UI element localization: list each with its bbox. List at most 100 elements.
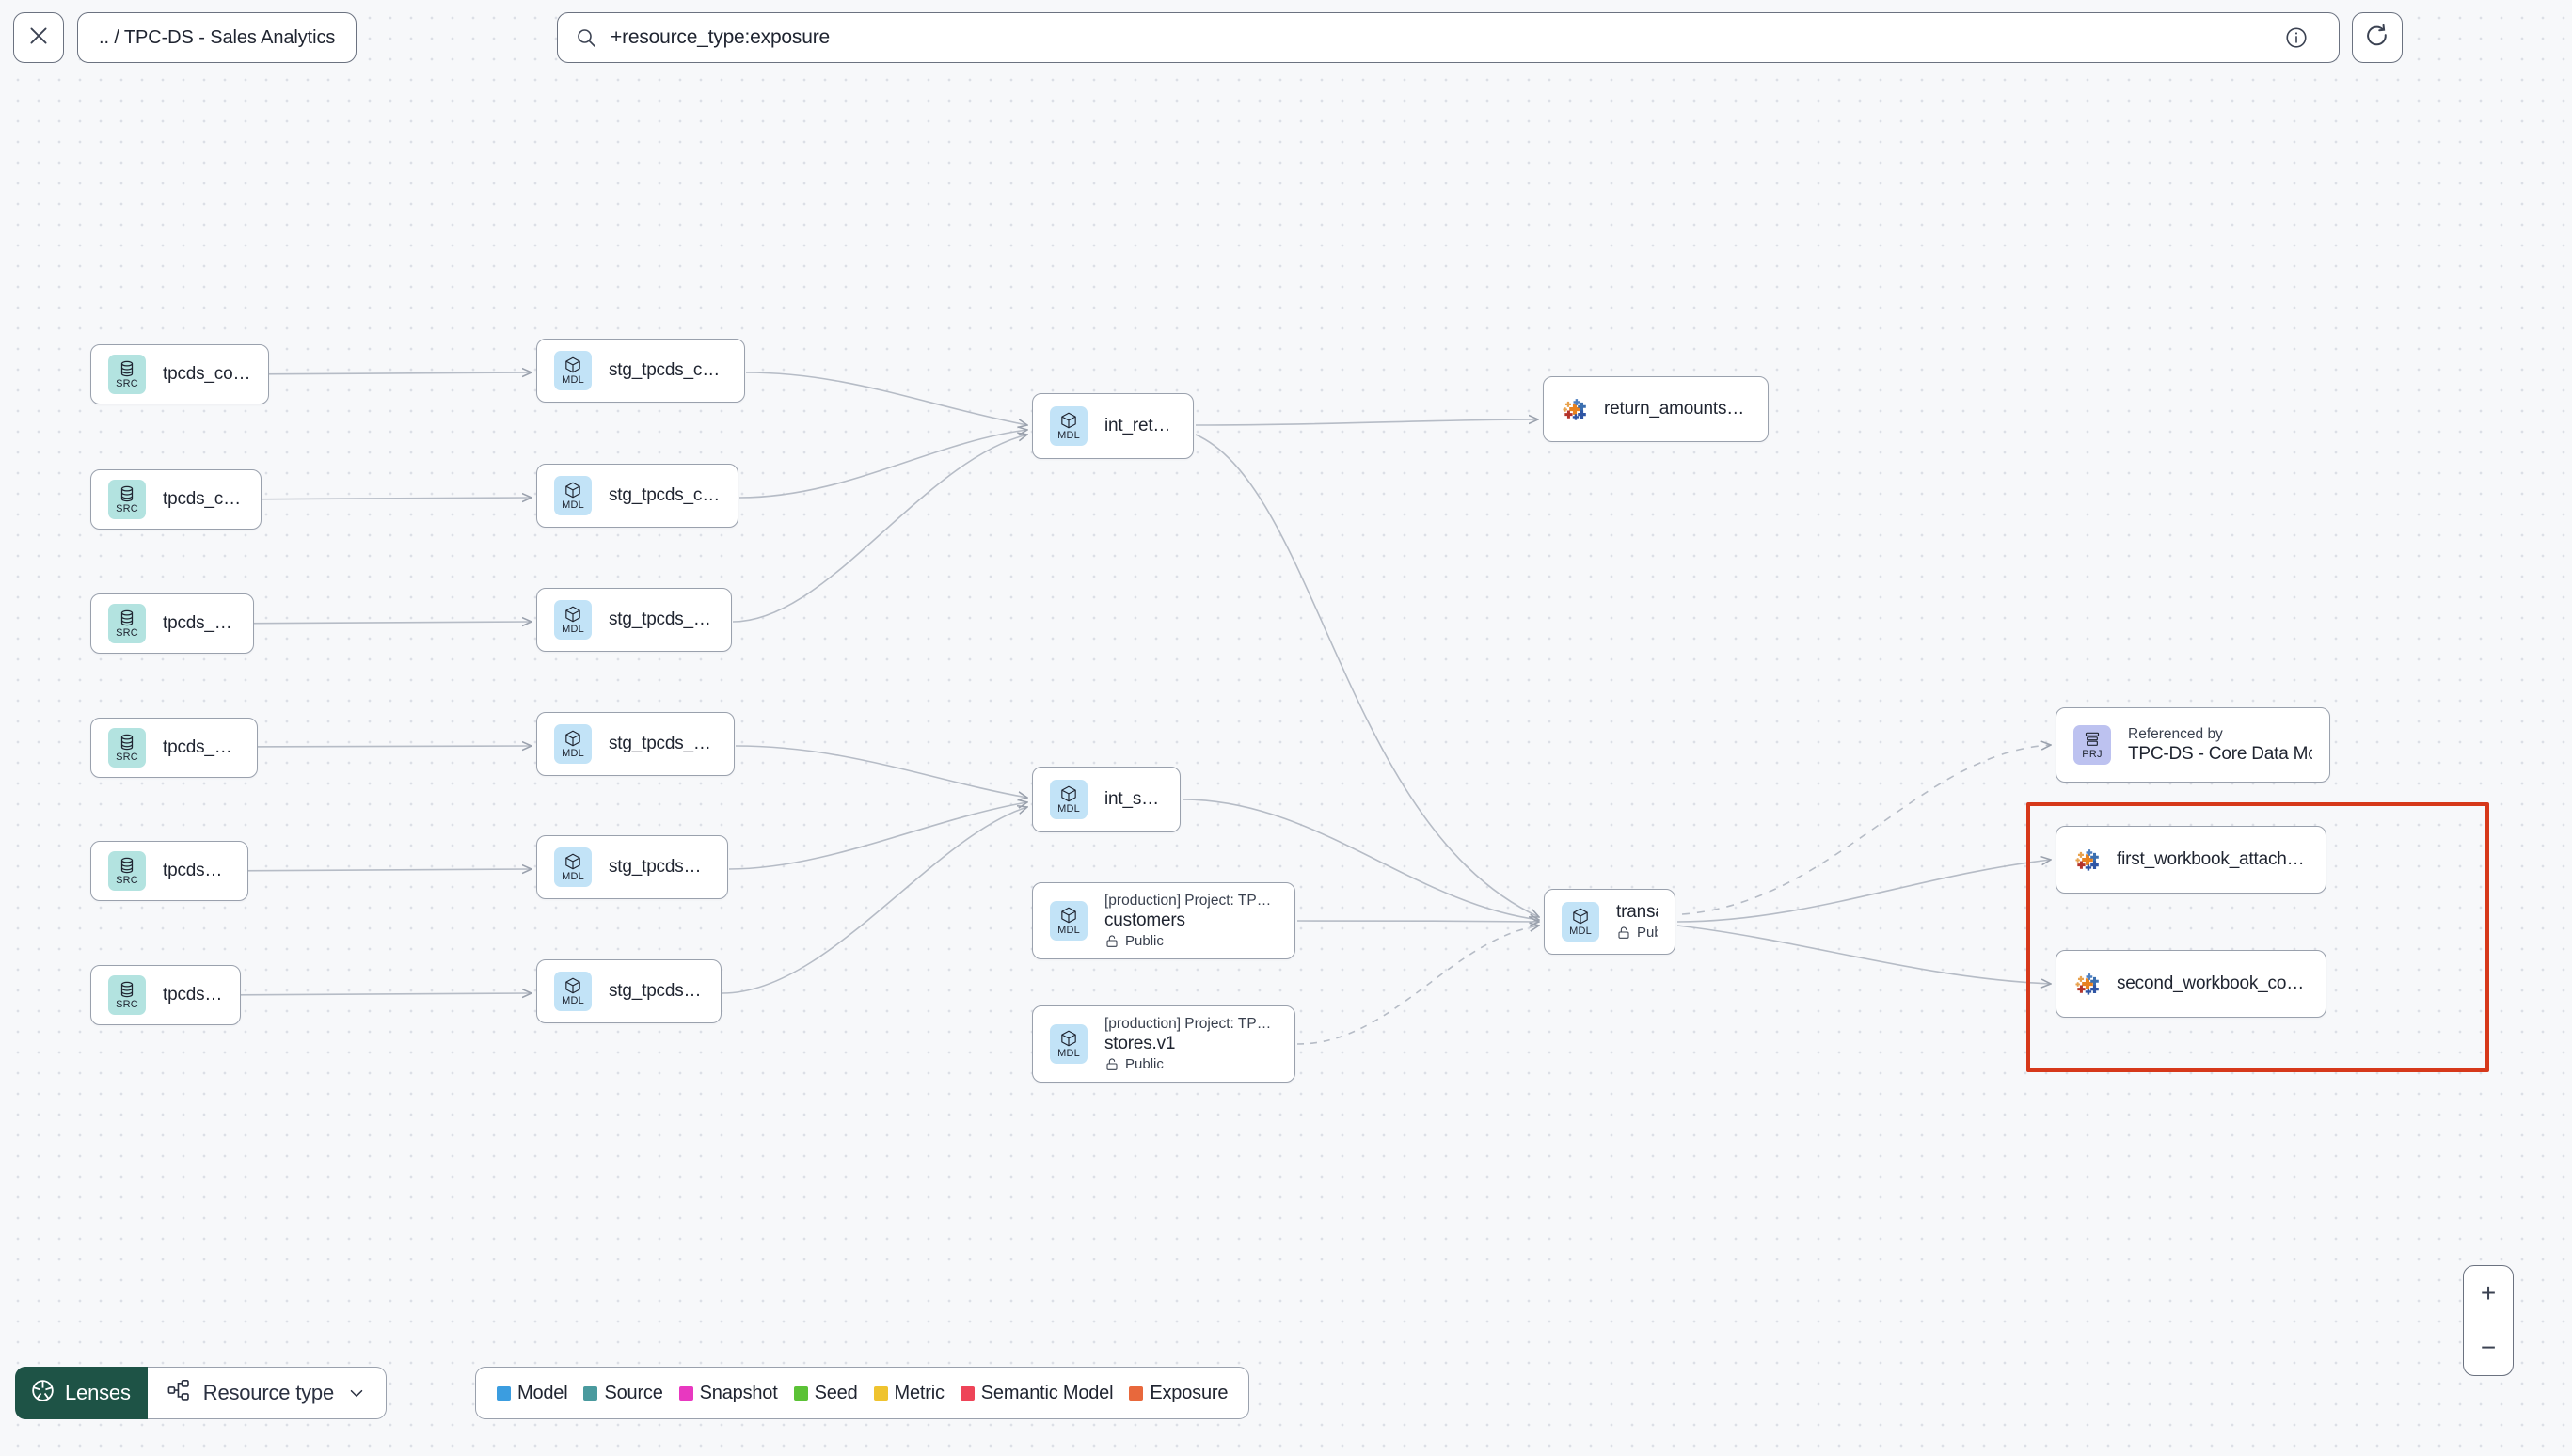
mdl-badge-icon: MDL — [554, 476, 592, 515]
close-icon — [26, 24, 51, 53]
src-badge-icon: SRC — [108, 851, 146, 891]
legend-item-semantic-model[interactable]: Semantic Model — [960, 1382, 1114, 1404]
search-icon — [575, 26, 597, 49]
info-icon[interactable] — [2284, 25, 2309, 50]
src-badge-icon: SRC — [108, 975, 146, 1015]
chevron-down-icon — [346, 1383, 367, 1403]
graph-node-label: stg_tpcds_core__web_returns — [609, 609, 714, 629]
zoom-controls[interactable]: + − — [2463, 1265, 2514, 1376]
graph-node-return_amounts[interactable]: return_amounts_by_transaction_type — [1543, 376, 1769, 442]
lock-icon — [1104, 1057, 1119, 1072]
legend-item-source[interactable]: Source — [583, 1382, 663, 1404]
src-badge-icon: SRC — [108, 355, 146, 394]
exposure-icon — [2073, 846, 2102, 874]
graph-node-label: tpcds_core.store_returns — [163, 489, 244, 509]
graph-node-label: customers — [1104, 910, 1185, 930]
search-bar[interactable] — [557, 12, 2340, 63]
legend-label: Snapshot — [699, 1382, 778, 1403]
resource-type-label: Resource type — [202, 1381, 335, 1404]
graph-node-src_store_returns[interactable]: SRC tpcds_core.store_returns — [90, 469, 262, 530]
legend-label: Source — [604, 1382, 663, 1403]
visibility-label: Public — [1637, 925, 1658, 941]
graph-node-label: transactions — [1616, 902, 1658, 922]
close-button[interactable] — [13, 12, 64, 63]
legend-swatch — [497, 1385, 511, 1401]
graph-node-label: int_returns__unioned — [1104, 416, 1176, 435]
visibility-label: Public — [1125, 1055, 1164, 1072]
legend-swatch — [583, 1385, 598, 1401]
project-name-label: TPC-DS - Core Data Models — [2128, 743, 2312, 764]
src-badge-icon: SRC — [108, 604, 146, 643]
legend-swatch — [873, 1385, 888, 1401]
graph-node-label: tpcds_core.store_sales — [163, 861, 230, 880]
prj-badge-icon: PRJ — [2073, 725, 2111, 765]
refresh-button[interactable] — [2352, 12, 2403, 63]
zoom-in-button[interactable]: + — [2464, 1266, 2513, 1321]
graph-node-customers[interactable]: MDL[production] Project: TPC-DS - Core D… — [1032, 882, 1295, 959]
graph-node-label: first_workbook_attached_to_tpc-ds_-_… — [2117, 849, 2309, 869]
mdl-badge-icon: MDL — [1050, 1024, 1088, 1064]
legend-item-exposure[interactable]: Exposure — [1129, 1383, 1228, 1404]
legend-item-seed[interactable]: Seed — [793, 1382, 858, 1404]
legend-swatch — [678, 1385, 693, 1401]
lock-icon — [1104, 934, 1119, 949]
search-input[interactable] — [611, 26, 2322, 49]
legend-label: Semantic Model — [980, 1382, 1114, 1403]
graph-node-label: stores.v1 — [1104, 1033, 1176, 1053]
legend-label: Metric — [894, 1382, 945, 1403]
mdl-badge-icon: MDL — [1050, 901, 1088, 941]
lenses-label: Lenses — [65, 1381, 131, 1404]
legend-item-metric[interactable]: Metric — [873, 1382, 945, 1404]
graph-node-first_workbook[interactable]: first_workbook_attached_to_tpc-ds_-_… — [2056, 826, 2326, 894]
graph-node-label: return_amounts_by_transaction_type — [1604, 399, 1751, 419]
mdl-badge-icon: MDL — [554, 972, 592, 1011]
mdl-badge-icon: MDL — [554, 600, 592, 640]
resource-type-legend: Model Source Snapshot Seed Metric Semantic Mo… — [475, 1367, 1250, 1419]
lenses-button[interactable]: Lenses — [15, 1367, 148, 1419]
zoom-out-button[interactable]: − — [2480, 1333, 2497, 1363]
legend-item-model[interactable]: Model — [497, 1382, 568, 1404]
graph-node-second_workbook[interactable]: second_workbook_connected_to_live… — [2056, 950, 2326, 1018]
visibility-meta: Public — [1616, 924, 1658, 942]
graph-node-stg_store_returns[interactable]: MDL stg_tpcds_core__store_returns — [536, 464, 738, 528]
graph-node-label: stg_tpcds_core__catalog_sales — [609, 734, 717, 753]
exposure-icon — [1561, 395, 1589, 423]
breadcrumb[interactable]: .. / TPC-DS - Sales Analytics — [77, 12, 357, 63]
graph-node-label: stg_tpcds_core__store_returns — [609, 485, 721, 505]
graph-node-stores_v1[interactable]: MDL[production] Project: TPC-DS - Core D… — [1032, 1005, 1295, 1083]
graph-node-label: tpcds_core.web_returns — [163, 613, 236, 633]
graph-node-label: second_workbook_connected_to_live… — [2117, 973, 2309, 993]
graph-node-label: tpcds_core.catalog_sales — [163, 737, 240, 757]
legend-swatch — [1129, 1385, 1144, 1401]
legend-item-snapshot[interactable]: Snapshot — [678, 1382, 778, 1404]
legend-label: Seed — [814, 1382, 858, 1403]
legend-label: Model — [517, 1382, 568, 1403]
resource-type-dropdown[interactable]: Resource type — [147, 1367, 388, 1419]
graph-node-src_web_returns[interactable]: SRC tpcds_core.web_returns — [90, 593, 254, 654]
referenced-by-label: Referenced by — [2128, 725, 2223, 742]
graph-node-src_store_sales[interactable]: SRC tpcds_core.store_sales — [90, 841, 248, 901]
mdl-badge-icon: MDL — [554, 724, 592, 764]
graph-node-label: stg_tpcds_core__catalog_returns — [609, 360, 727, 380]
graph-node-src_catalog_returns[interactable]: SRC tpcds_core.catalog_returns — [90, 344, 269, 404]
graph-node-transactions[interactable]: MDL transactionsPublic — [1544, 889, 1675, 955]
src-badge-icon: SRC — [108, 480, 146, 519]
hierarchy-icon — [167, 1378, 191, 1408]
graph-node-stg_catalog_sales[interactable]: MDL stg_tpcds_core__catalog_sales — [536, 712, 735, 776]
legend-swatch — [960, 1385, 975, 1401]
graph-node-label: tpcds_core.catalog_returns — [163, 364, 251, 384]
aperture-icon — [30, 1378, 56, 1409]
visibility-meta: Public — [1104, 932, 1278, 951]
mdl-badge-icon: MDL — [1562, 902, 1599, 942]
refresh-icon — [2364, 23, 2390, 54]
graph-node-stg_web_returns[interactable]: MDL stg_tpcds_core__web_returns — [536, 588, 732, 652]
